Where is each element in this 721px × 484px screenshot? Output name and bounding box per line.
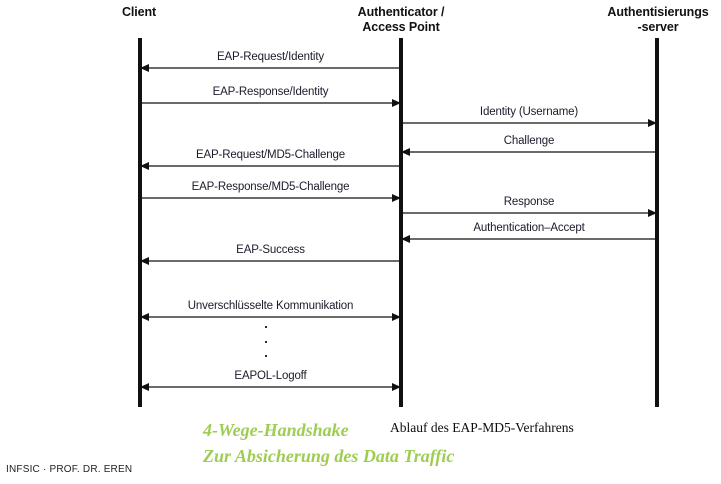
- message-label: Authentication–Accept: [473, 222, 585, 234]
- message-label: EAPOL-Logoff: [234, 370, 307, 382]
- message-11: EAPOL-Logoff: [140, 369, 401, 391]
- message-label: Unverschlüsselte Kommunikation: [187, 300, 354, 312]
- message-1: EAP-Request/Identity: [140, 50, 401, 72]
- actor-label-client: Client: [121, 5, 157, 19]
- diagram-title: Ablauf des EAP-MD5-Verfahrens: [390, 420, 574, 435]
- actor-label-authenticator: Authenticator / Access Point: [357, 5, 445, 34]
- message-label: Identity (Username): [479, 106, 579, 118]
- lifeline-auth-server: [655, 38, 659, 407]
- message-9: EAP-Success: [140, 243, 401, 265]
- message-3: Identity (Username): [401, 105, 657, 127]
- ellipsis-dot-3: [265, 355, 267, 357]
- message-arrow-both: [140, 379, 401, 391]
- message-arrow-left: [140, 60, 401, 72]
- actor-label-auth-server: Authentisierungs -server: [607, 5, 709, 34]
- message-7: Response: [401, 195, 657, 217]
- message-arrow-left: [401, 144, 657, 156]
- message-arrow-left: [401, 231, 657, 243]
- message-label: EAP-Success: [236, 244, 305, 256]
- message-4: Challenge: [401, 134, 657, 156]
- message-label: EAP-Response/MD5-Challenge: [191, 181, 350, 193]
- ellipsis-dot-1: [265, 326, 267, 328]
- ellipsis-dot-2: [265, 341, 267, 343]
- message-6: EAP-Response/MD5-Challenge: [140, 180, 401, 202]
- caption-data-traffic: Zur Absicherung des Data Traffic: [203, 446, 455, 466]
- message-5: EAP-Request/MD5-Challenge: [140, 148, 401, 170]
- message-2: EAP-Response/Identity: [140, 85, 401, 107]
- message-8: Authentication–Accept: [401, 221, 657, 243]
- message-label: Response: [503, 196, 555, 208]
- message-label: EAP-Request/MD5-Challenge: [195, 149, 346, 161]
- message-arrow-left: [140, 158, 401, 170]
- footer-credit: INFSIC · PROF. DR. EREN: [6, 464, 133, 475]
- message-arrow-right: [401, 115, 657, 127]
- message-arrow-right: [401, 205, 657, 217]
- lifeline-authenticator: [399, 38, 403, 407]
- message-arrow-both: [140, 309, 401, 321]
- message-label: Challenge: [503, 135, 555, 147]
- message-arrow-left: [140, 253, 401, 265]
- message-label: EAP-Request/Identity: [217, 51, 324, 63]
- message-10: Unverschlüsselte Kommunikation: [140, 299, 401, 321]
- message-arrow-right: [140, 95, 401, 107]
- message-label: EAP-Response/Identity: [212, 86, 329, 98]
- message-arrow-right: [140, 190, 401, 202]
- caption-handshake: 4-Wege-Handshake: [203, 420, 349, 440]
- lifeline-client: [138, 38, 142, 407]
